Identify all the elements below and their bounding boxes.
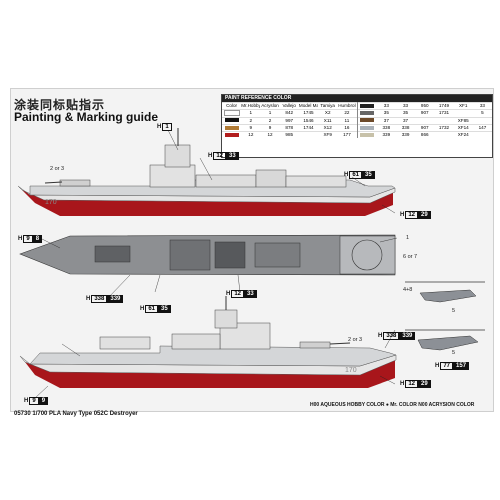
marking-five: 5 [452,350,456,356]
gun-barrel [329,342,351,345]
hull-red-lower [22,190,393,216]
title-chinese: 涂装同标贴指示 [14,98,106,112]
forward-turret [299,341,331,349]
vls-forward [94,245,131,263]
funnel [255,169,287,188]
marking-one: 1 [406,235,410,241]
forward-turret [59,179,91,187]
mast-base [164,144,191,168]
hull-side [29,345,397,367]
footer-color-legend: H00 AQUEOUS HOBBY COLOR ● Mr. COLOR N00 … [310,402,475,408]
marking-four-plus-eight: 4+8 [403,287,413,293]
hull-red-lower [25,360,395,388]
helicopter-top [405,329,485,351]
bridge-block [149,164,196,188]
marking-two-or-three: 2 or 3 [50,166,65,172]
title-english: Painting & Marking guide [14,110,159,124]
mid-superstructure [171,333,221,350]
marking-two-or-three: 2 or 3 [348,337,363,343]
deck-structure [169,239,211,271]
ship-plan-view [19,234,396,276]
marking-five: 5 [452,308,456,314]
deck-structure [254,242,301,268]
helideck [339,235,396,275]
ship-side-view-bottom: 170 [19,296,397,388]
deck-structure [214,241,246,269]
helideck-circle [351,239,383,271]
mast-base [214,309,238,329]
aft-superstructure [99,336,151,350]
hull-number-bottom: 170 [345,367,357,374]
aft-superstructure [285,175,347,188]
mid-superstructure [195,174,257,188]
helicopter-side [405,281,485,303]
gun-barrel [44,181,63,184]
marking-six-or-seven: 6 or 7 [403,254,418,260]
footer-product-line: 05730 1/700 PLA Navy Type 052C Destroyer [14,411,138,417]
hull-number-top: 170 [45,199,57,206]
leader-lines [34,129,398,399]
ship-side-view-top: 170 [17,128,396,216]
paint-reference-header: PAINT REFERENCE COLOR [222,95,492,102]
